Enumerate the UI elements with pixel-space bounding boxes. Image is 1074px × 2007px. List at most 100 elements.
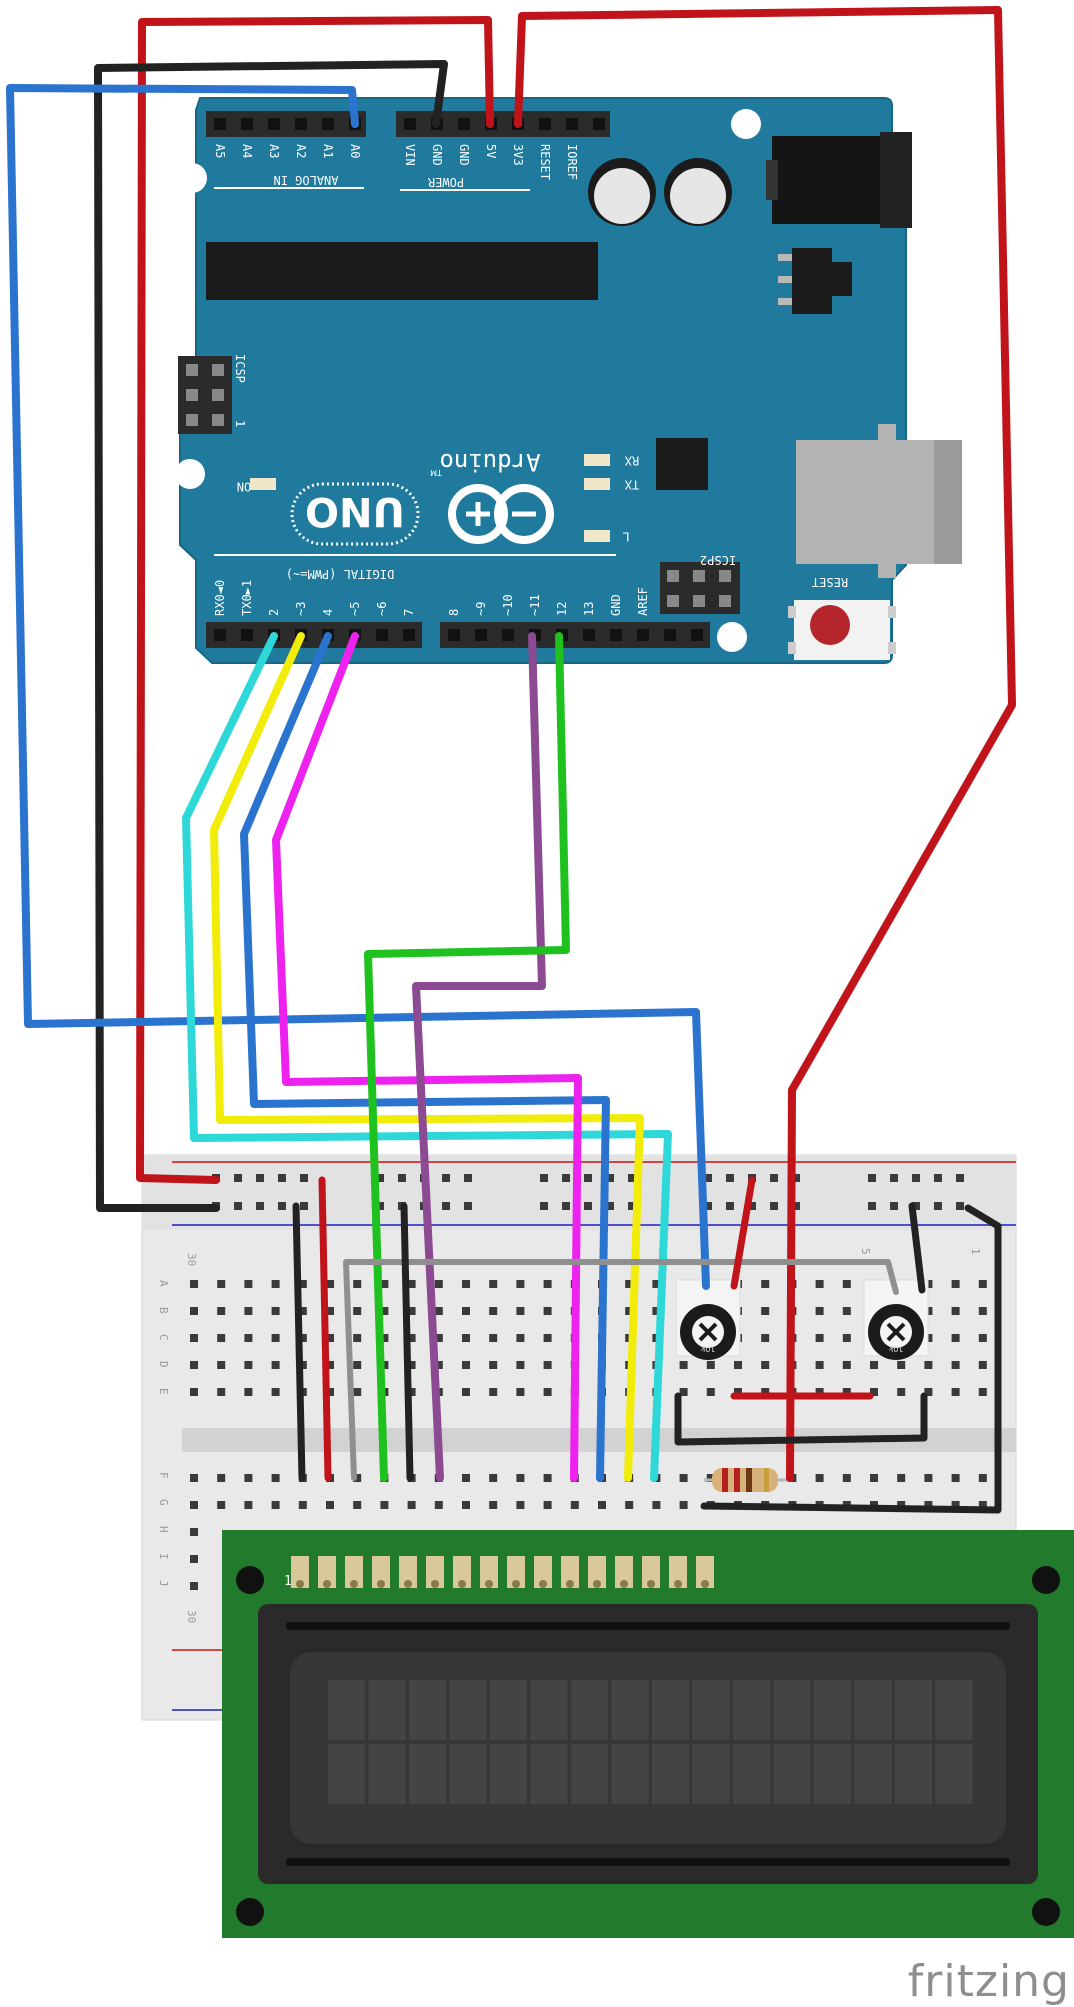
breadboard-hole xyxy=(190,1388,198,1396)
breadboard-hole xyxy=(462,1361,470,1369)
row-letter: G xyxy=(157,1499,170,1506)
breadboard-hole xyxy=(951,1361,960,1369)
lcd-character-cell xyxy=(449,1680,487,1740)
breadboard-hole xyxy=(516,1501,525,1509)
breadboard-rail-hole xyxy=(726,1202,734,1210)
lcd-character-cell xyxy=(935,1744,973,1804)
l-led xyxy=(584,530,610,542)
breadboard-hole xyxy=(462,1388,470,1396)
power-pin-label: RESET xyxy=(538,144,552,180)
breadboard-hole xyxy=(625,1501,634,1509)
row-letter: A xyxy=(157,1280,170,1287)
tx-label: TX xyxy=(624,478,639,492)
rx-label: RX xyxy=(624,454,639,468)
lcd-header-pins xyxy=(291,1556,714,1588)
breadboard-hole xyxy=(842,1280,851,1288)
icsp-label: ICSP xyxy=(233,354,247,383)
breadboard-hole xyxy=(924,1501,933,1509)
breadboard-hole xyxy=(543,1361,552,1369)
breadboard-hole xyxy=(353,1334,362,1342)
breadboard-hole xyxy=(244,1280,253,1288)
wire-gray-contrast xyxy=(343,1259,899,1481)
wire-black-pot-link xyxy=(674,1392,928,1446)
breadboard-hole xyxy=(924,1388,933,1396)
breadboard-hole xyxy=(815,1388,824,1396)
wire-black-rail xyxy=(292,1202,306,1482)
lcd-header-pin-hole xyxy=(674,1580,682,1588)
lcd-mounting-hole xyxy=(236,1898,264,1926)
wire-magenta-d5 xyxy=(272,632,582,1482)
breadboard-hole xyxy=(815,1334,824,1342)
mounting-hole xyxy=(731,109,761,139)
breadboard-rail-hole xyxy=(256,1174,264,1182)
breadboard-hole xyxy=(951,1501,960,1509)
breadboard-hole xyxy=(951,1334,960,1342)
lcd-character-cell xyxy=(490,1680,527,1740)
breadboard-hole xyxy=(380,1280,389,1288)
breadboard-hole xyxy=(462,1280,470,1288)
digital-pin-label: 2 xyxy=(267,609,281,616)
breadboard-hole xyxy=(978,1501,987,1509)
breadboard-hole xyxy=(353,1307,362,1315)
arduino-brand-text: Arduino xyxy=(439,448,540,476)
analog-in-label: ANALOG IN xyxy=(273,173,338,187)
wire-yellow-d3 xyxy=(210,632,644,1482)
breadboard-hole xyxy=(516,1280,525,1288)
breadboard-hole xyxy=(271,1501,280,1509)
analog-pin-label: A0 xyxy=(348,144,362,158)
digital-pin-label: AREF xyxy=(636,587,650,616)
breadboard-hole xyxy=(924,1361,933,1369)
lcd-character-cell xyxy=(652,1744,689,1804)
breadboard-hole xyxy=(326,1307,334,1315)
breadboard-rail-hole xyxy=(584,1174,592,1182)
lcd-pin-one-label: 1 xyxy=(284,1574,292,1589)
breadboard-rail-hole xyxy=(398,1174,406,1182)
breadboard-rail-hole xyxy=(956,1202,964,1210)
lcd-header-pin-hole xyxy=(512,1580,520,1588)
breadboard-rail-hole xyxy=(562,1174,570,1182)
breadboard-hole xyxy=(326,1361,334,1369)
lcd-character-cell xyxy=(773,1744,811,1804)
lcd-character-cell xyxy=(368,1744,406,1804)
breadboard-hole xyxy=(978,1361,987,1369)
breadboard-rail-hole xyxy=(628,1202,636,1210)
reset-button[interactable] xyxy=(788,600,896,660)
lcd-header-pin-hole xyxy=(566,1580,574,1588)
breadboard-hole xyxy=(353,1501,362,1509)
lcd-character-cell xyxy=(895,1680,932,1740)
breadboard-hole xyxy=(271,1388,280,1396)
lcd-header-pin xyxy=(696,1556,714,1588)
analog-pin-label: A1 xyxy=(321,144,335,158)
usb-b-connector xyxy=(796,424,962,578)
breadboard-hole xyxy=(217,1280,226,1288)
breadboard-hole xyxy=(271,1280,280,1288)
breadboard-hole xyxy=(598,1501,606,1509)
voltage-regulator xyxy=(778,248,852,314)
breadboard-row-letters: A B C D E F G H I J xyxy=(157,1280,170,1587)
digital-pin-label: 4 xyxy=(321,609,335,616)
breadboard-rail-hole xyxy=(376,1174,384,1182)
breadboard-rail-hole xyxy=(540,1202,548,1210)
lcd-mounting-hole xyxy=(236,1566,264,1594)
breadboard-rail-hole xyxy=(912,1174,920,1182)
potentiometer-backlight: 10k xyxy=(863,1279,929,1360)
breadboard-rail-hole xyxy=(606,1174,614,1182)
lcd-character-cell xyxy=(571,1680,608,1740)
lcd-header-pin-hole xyxy=(647,1580,655,1588)
breadboard-hole xyxy=(761,1307,770,1315)
breadboard-rail-hole xyxy=(704,1202,712,1210)
arduino-uno-board: A5 A4 A3 A2 A1 A0 ANALOG IN VIN GND GND … xyxy=(175,97,962,664)
breadboard-hole xyxy=(734,1388,742,1396)
wires xyxy=(6,6,1016,1514)
power-label: POWER xyxy=(427,175,464,189)
column-number: 30 xyxy=(185,1610,198,1623)
digital-pwm-label: DIGITAL (PWM=~) xyxy=(286,567,394,581)
lcd-mounting-hole xyxy=(1032,1566,1060,1594)
wire-red-rail xyxy=(318,1176,332,1482)
digital-pin-label: 8 xyxy=(447,609,461,616)
lcd-header-pin-hole xyxy=(323,1580,331,1588)
breadboard-hole xyxy=(570,1501,579,1509)
breadboard-hole xyxy=(815,1474,824,1482)
breadboard-hole xyxy=(870,1474,878,1482)
lcd-header-pin-hole xyxy=(593,1580,601,1588)
